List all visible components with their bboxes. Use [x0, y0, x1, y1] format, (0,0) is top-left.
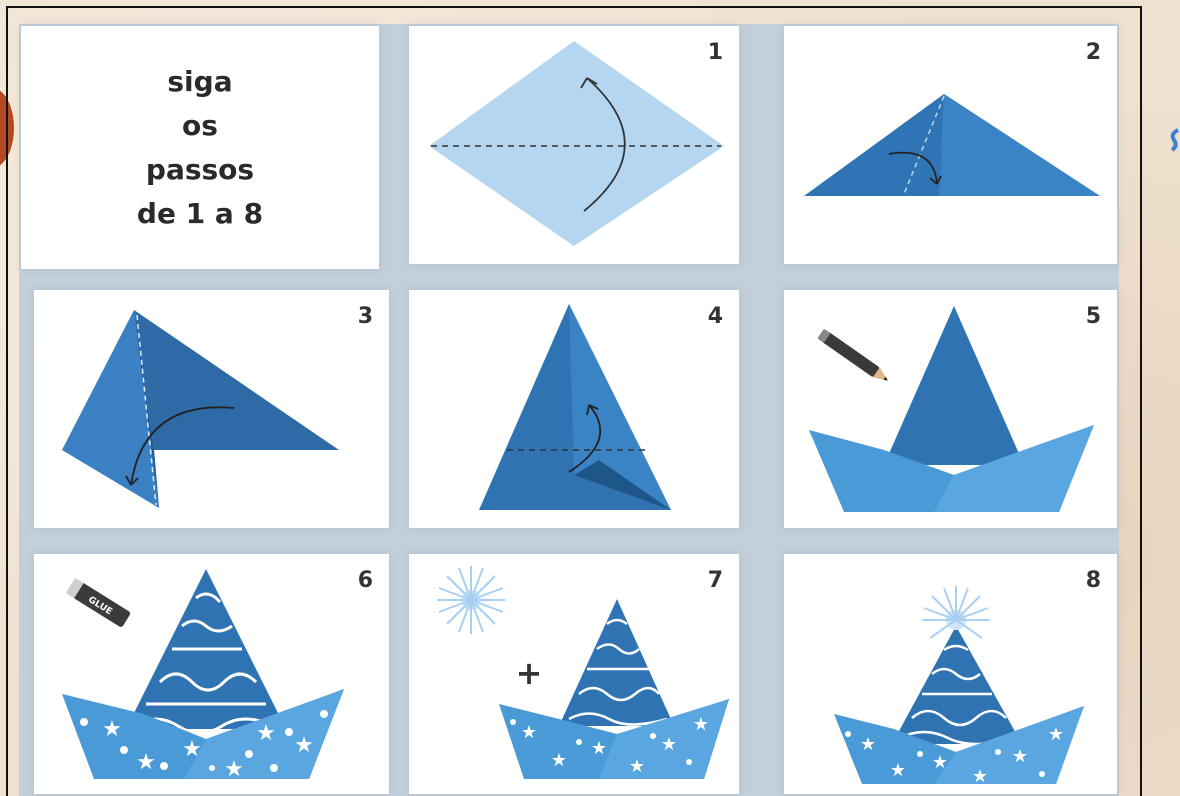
decorative-mark [1168, 128, 1180, 164]
intro-line-2: os [182, 104, 218, 148]
step-3-illustration [34, 290, 389, 528]
svg-text:★: ★ [1048, 724, 1064, 745]
step-panel-6: ★ ★ ★ ★ ★ ★ GLUE 6 [34, 554, 389, 794]
pompom-icon [437, 566, 505, 634]
intro-line-3: passos [146, 148, 254, 192]
step-5-illustration [784, 290, 1117, 528]
step-number-8: 8 [1086, 568, 1101, 593]
svg-text:★: ★ [591, 738, 607, 759]
intro-text: siga os passos de 1 a 8 [21, 26, 379, 269]
svg-text:★: ★ [182, 737, 202, 762]
step-number-7: 7 [708, 568, 723, 593]
step-8-illustration: ★ ★ ★ ★ ★ ★ [784, 554, 1117, 794]
svg-text:★: ★ [860, 734, 876, 755]
intro-line-1: siga [167, 60, 232, 104]
svg-text:★: ★ [693, 714, 709, 735]
intro-line-4: de 1 a 8 [137, 192, 263, 236]
step-number-3: 3 [358, 304, 373, 329]
step-number-6: 6 [358, 568, 373, 593]
instruction-sheet: siga os passos de 1 a 8 1 2 [19, 24, 1119, 796]
step-panel-3: 3 [34, 290, 389, 528]
svg-text:★: ★ [629, 756, 645, 777]
intro-panel: siga os passos de 1 a 8 [21, 26, 379, 269]
svg-text:★: ★ [932, 752, 948, 773]
step-number-5: 5 [1086, 304, 1101, 329]
plus-sign: + [516, 654, 543, 692]
glue-stick-icon: GLUE [66, 578, 132, 628]
svg-text:★: ★ [551, 750, 567, 771]
step-panel-5: 5 [784, 290, 1117, 528]
step-number-4: 4 [708, 304, 723, 329]
step-1-illustration [409, 26, 739, 264]
step-2-illustration [784, 26, 1117, 264]
svg-text:★: ★ [1012, 746, 1028, 767]
step-panel-1: 1 [409, 26, 739, 264]
svg-text:★: ★ [136, 750, 156, 775]
step-7-illustration: + ★ ★ ★ ★ ★ ★ [409, 554, 739, 794]
step-number-1: 1 [708, 40, 723, 65]
svg-text:★: ★ [890, 760, 906, 781]
pencil-icon [817, 329, 891, 386]
step-panel-4: 4 [409, 290, 739, 528]
svg-text:★: ★ [661, 734, 677, 755]
step-6-illustration: ★ ★ ★ ★ ★ ★ GLUE [34, 554, 389, 794]
svg-text:★: ★ [521, 722, 537, 743]
svg-text:★: ★ [224, 757, 244, 782]
step-number-2: 2 [1086, 40, 1101, 65]
svg-text:★: ★ [294, 733, 314, 758]
svg-text:★: ★ [102, 717, 122, 742]
svg-text:★: ★ [972, 766, 988, 787]
step-panel-7: + ★ ★ ★ ★ ★ ★ 7 [409, 554, 739, 794]
svg-text:★: ★ [256, 721, 276, 746]
step-4-illustration [409, 290, 739, 528]
step-panel-2: 2 [784, 26, 1117, 264]
step-panel-8: ★ ★ ★ ★ ★ ★ 8 [784, 554, 1117, 794]
